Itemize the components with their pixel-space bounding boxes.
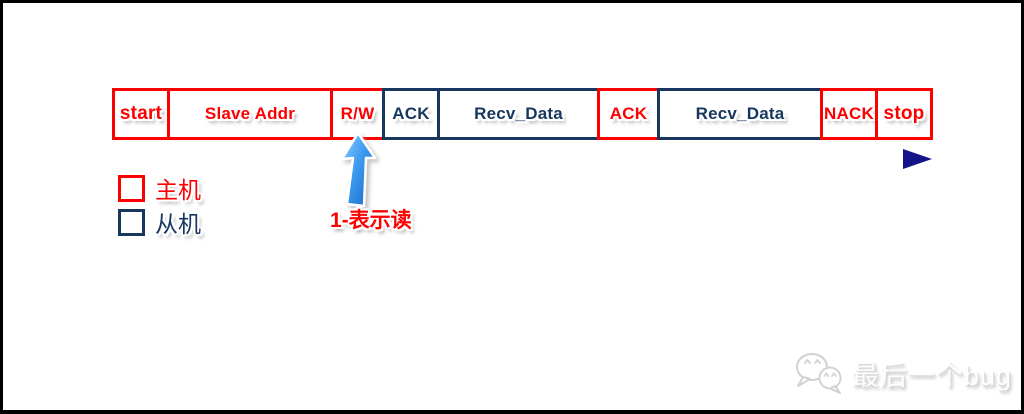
sequence-box-label: Recv_Data [474,104,563,123]
sequence-box-label: Recv_Data [695,104,785,123]
sequence-box-label: stop [883,103,925,124]
legend-item-slave: 从机 [118,208,201,237]
legend-slave-label: 从机 [155,211,201,237]
sequence-box-label: NACK [824,104,874,123]
sequence-box-ack-1: ACK [382,88,440,140]
sequence-box-label: ACK [609,104,648,123]
legend: 主机 从机 [118,174,201,242]
sequence-box-label: Slave Addr [204,104,296,123]
sequence-box-label: R/W [340,104,375,123]
sequence-row: start Slave Addr R/W ACK Recv_Data ACK R… [112,88,933,140]
sequence-box-label: ACK [392,104,430,123]
sequence-box-start: start [112,88,170,140]
watermark: 最后一个bug [792,350,1012,396]
sequence-box-label: start [119,103,163,124]
slave-color-swatch [118,208,145,236]
sequence-box-stop: stop [875,88,933,140]
sequence-box-recv-data-2: Recv_Data [657,88,823,140]
watermark-text: 最后一个bug [852,360,1013,391]
sequence-box-ack-2: ACK [597,88,660,140]
annotation-read-flag: 1-表示读 [330,209,412,232]
wechat-icon [796,353,842,394]
sequence-box-rw: R/W [330,88,385,140]
legend-master-label: 主机 [155,177,201,203]
sequence-box-recv-data-1: Recv_Data [437,88,600,140]
timeline-arrow [114,149,932,169]
master-color-swatch [118,174,145,202]
callout-arrow [340,131,377,208]
sequence-box-nack: NACK [820,88,878,140]
legend-item-master: 主机 [118,174,201,203]
sequence-box-slave-addr: Slave Addr [167,88,333,140]
